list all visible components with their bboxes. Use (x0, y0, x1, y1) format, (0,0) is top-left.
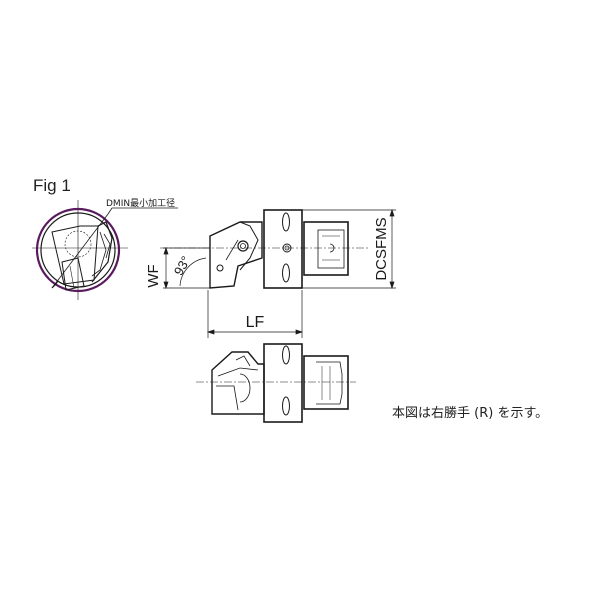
wf-dimension (163, 246, 210, 290)
lf-label: LF (246, 314, 265, 331)
top-view (160, 209, 370, 289)
dcsfms-label: DCSFMS (373, 217, 390, 280)
lf-dimension (206, 290, 304, 338)
dmin-circle (35, 207, 121, 293)
dcsfms-dimension (302, 208, 396, 290)
figure-label: Fig 1 (33, 176, 71, 195)
bottom-view (196, 343, 356, 423)
wf-label: WF (145, 264, 162, 287)
dmin-detail-view (32, 200, 178, 300)
angle-label: 93° (171, 253, 194, 278)
dmin-callout: DMIN最小加工径 (106, 197, 175, 209)
handedness-note: 本図は右勝手 (R) を示す。 (392, 406, 549, 421)
